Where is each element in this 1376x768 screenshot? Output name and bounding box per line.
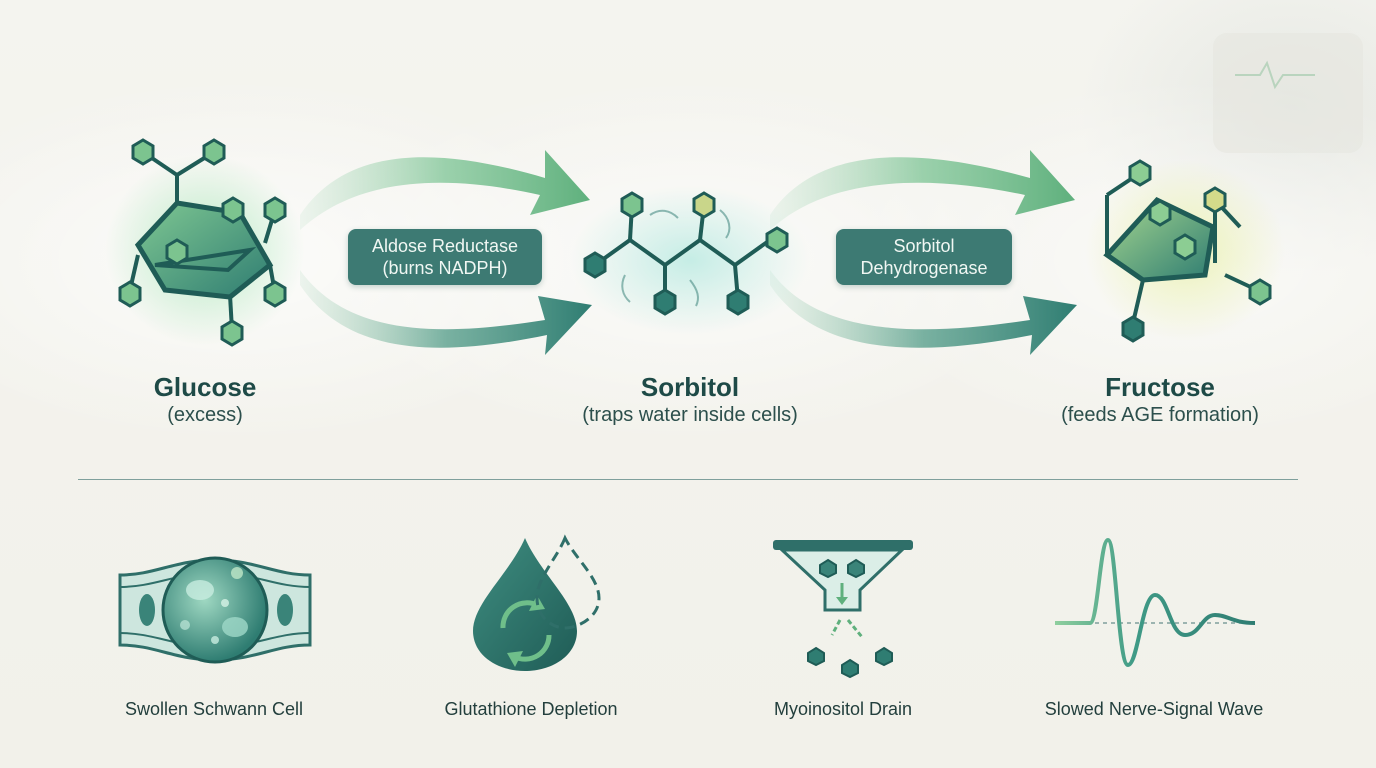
consequence-label-myoinositol: Myoinositol Drain <box>773 699 913 719</box>
step-title-sorbitol: Sorbitol <box>640 372 740 402</box>
fructose-molecule-icon <box>1085 159 1285 343</box>
funnel-icon <box>773 540 913 679</box>
sorbitol-molecule-icon <box>570 185 810 335</box>
step-title-fructose: Fructose <box>1105 372 1215 402</box>
consequence-label-nerve-wave: Slowed Nerve-Signal Wave <box>1044 699 1264 719</box>
arrow-glucose-to-sorbitol-upper <box>300 150 1077 355</box>
enzyme-note: Dehydrogenase <box>860 258 988 278</box>
consequence-label-glutathione: Glutathione Depletion <box>444 699 618 719</box>
section-divider <box>78 479 1298 480</box>
consequence-label-swollen-cell: Swollen Schwann Cell <box>124 699 304 719</box>
heart-monitor-icon <box>1213 33 1363 153</box>
step-title-glucose: Glucose <box>153 372 257 402</box>
step-note-fructose: (feeds AGE formation) <box>1061 404 1259 426</box>
water-drop-icon <box>473 534 601 671</box>
enzyme-name: Sorbitol <box>893 236 955 256</box>
enzyme-name: Aldose Reductase <box>371 236 519 256</box>
step-note-sorbitol: (traps water inside cells) <box>582 404 798 426</box>
enzyme-label-sorbitol-dehydrogenase: Sorbitol Dehydrogenase <box>836 229 1012 285</box>
step-note-glucose: (excess) <box>167 404 243 426</box>
enzyme-label-aldose-reductase: Aldose Reductase (burns NADPH) <box>348 229 542 285</box>
swollen-cell-icon <box>118 556 312 664</box>
enzyme-note: (burns NADPH) <box>382 258 508 278</box>
glucose-molecule-icon <box>105 138 305 347</box>
wave-icon <box>1055 537 1256 668</box>
